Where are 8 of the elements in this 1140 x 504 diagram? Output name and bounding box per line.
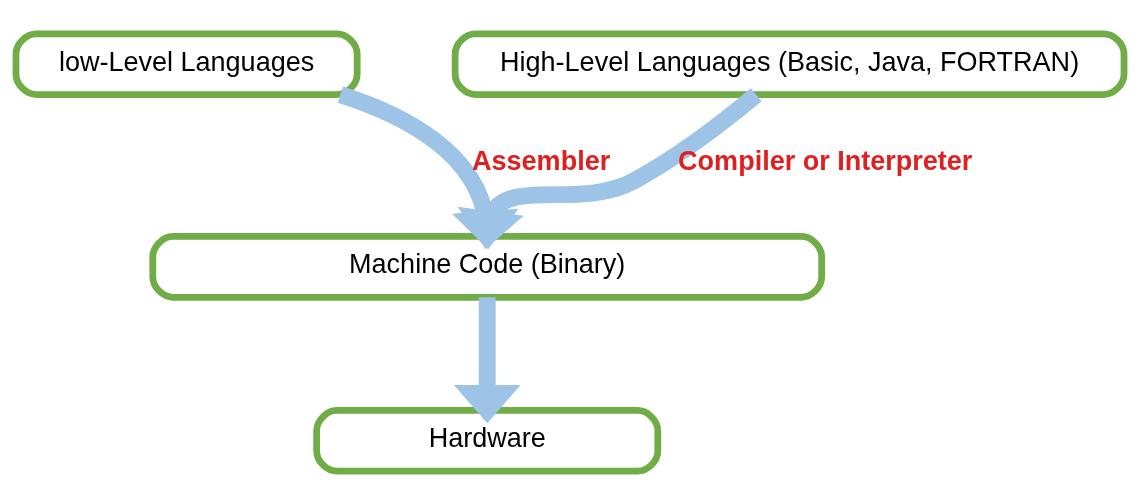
edge-label: Assembler [472, 145, 611, 176]
node-box: High-Level Languages (Basic, Java, FORTRAN) [451, 29, 1128, 98]
node-box: low-Level Languages [12, 29, 361, 98]
arrow [453, 296, 521, 423]
node-box: Hardware [313, 406, 662, 475]
edge-label: Compiler or Interpreter [678, 145, 973, 176]
node-box: Machine Code (Binary) [149, 232, 826, 301]
arrow [457, 87, 762, 249]
